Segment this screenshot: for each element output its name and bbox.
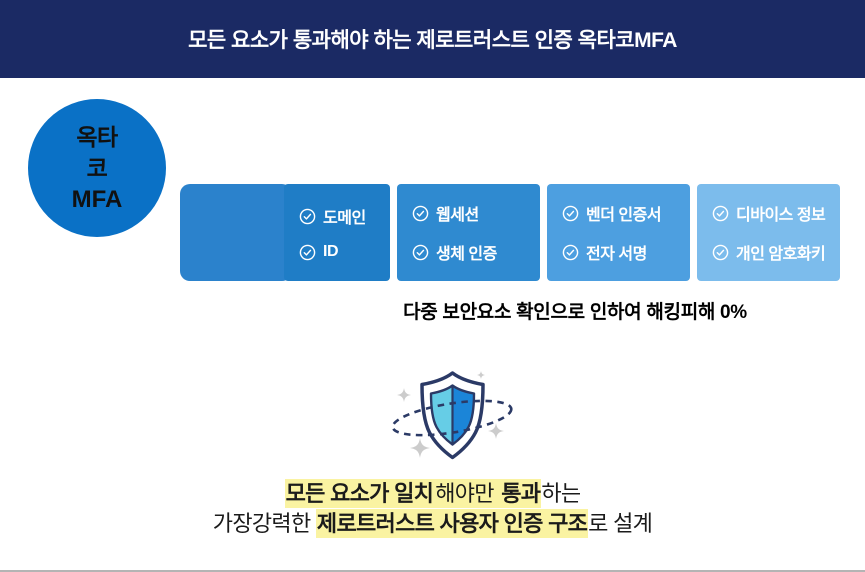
factor-box-3: 벤더 인증서 전자 서명 (547, 184, 690, 281)
check-circle-icon (299, 208, 316, 224)
factor-item: 전자 서명 (562, 240, 690, 264)
conclusion-segment: 통과 (500, 479, 542, 508)
factor-boxes-row: 도메인 ID 웹세션 생체 인증 벤더 인증서 전 (284, 184, 840, 281)
hub-label-line1: 옥타코 (76, 123, 118, 181)
factor-item-label: 벤더 인증서 (586, 207, 662, 224)
factor-item-label: 도메인 (323, 210, 366, 227)
factor-item: 웹세션 (412, 201, 540, 225)
sparkle-icon (477, 371, 485, 379)
sparkle-icon (397, 388, 411, 402)
factor-item: 개인 암호화키 (712, 240, 840, 264)
conclusion-segment: 로 설계 (588, 511, 653, 536)
factor-item: 생체 인증 (412, 240, 540, 264)
orbit-dashed-ellipse (391, 399, 513, 437)
hub-connector-bar (180, 184, 292, 281)
mfa-hub-donut: 옥타코 MFA (28, 99, 166, 237)
factor-box-2: 웹세션 생체 인증 (397, 184, 540, 281)
conclusion-segment: 모든 요소가 일치 (284, 479, 435, 508)
factor-item: 디바이스 정보 (712, 201, 840, 225)
check-circle-icon (562, 205, 579, 221)
hub-label-line2: MFA (71, 185, 123, 213)
factor-box-4: 디바이스 정보 개인 암호화키 (697, 184, 840, 281)
check-circle-icon (412, 244, 429, 260)
header-bar: 모든 요소가 통과해야 하는 제로트러스트 인증 옥타코MFA (0, 0, 865, 78)
caption-text: 다중 보안요소 확인으로 인하여 해킹피해 0% (403, 302, 747, 323)
shield-inner-left (431, 385, 453, 445)
check-circle-icon (299, 244, 316, 260)
check-circle-icon (562, 244, 579, 260)
conclusion-text: 모든 요소가 일치해야만 통과하는 가장강력한 제로트러스트 사용자 인증 구조… (0, 479, 865, 539)
factor-item-label: 디바이스 정보 (736, 207, 826, 224)
page-title: 모든 요소가 통과해야 하는 제로트러스트 인증 옥타코MFA (188, 29, 677, 52)
shield-inner-outline (429, 384, 476, 446)
factor-item-label: ID (323, 243, 339, 260)
bottom-border-line (0, 570, 865, 572)
factor-item: ID (299, 243, 390, 261)
conclusion-line-1: 모든 요소가 일치해야만 통과하는 (0, 479, 865, 509)
shield-orbit-icon (383, 364, 521, 478)
check-circle-icon (712, 244, 729, 260)
conclusion-segment: 제로트러스트 사용자 인증 구조 (315, 509, 589, 538)
factor-item-label: 전자 서명 (586, 246, 647, 263)
conclusion-segment: 해야만 (434, 479, 501, 508)
check-circle-icon (412, 205, 429, 221)
sparkle-icon (410, 438, 430, 458)
factor-item-label: 개인 암호화키 (736, 246, 826, 263)
conclusion-line-2: 가장강력한 제로트러스트 사용자 인증 구조로 설계 (0, 509, 865, 539)
check-circle-icon (712, 205, 729, 221)
factor-item: 벤더 인증서 (562, 201, 690, 225)
conclusion-segment: 하는 (541, 481, 581, 506)
factor-item-label: 웹세션 (436, 207, 479, 224)
conclusion-segment: 가장강력한 (212, 511, 316, 536)
factor-item-label: 생체 인증 (436, 246, 497, 263)
factor-item: 도메인 (299, 204, 390, 228)
sparkle-icon (488, 423, 504, 439)
hub-label: 옥타코 MFA (72, 122, 123, 215)
factor-box-1: 도메인 ID (284, 184, 390, 281)
